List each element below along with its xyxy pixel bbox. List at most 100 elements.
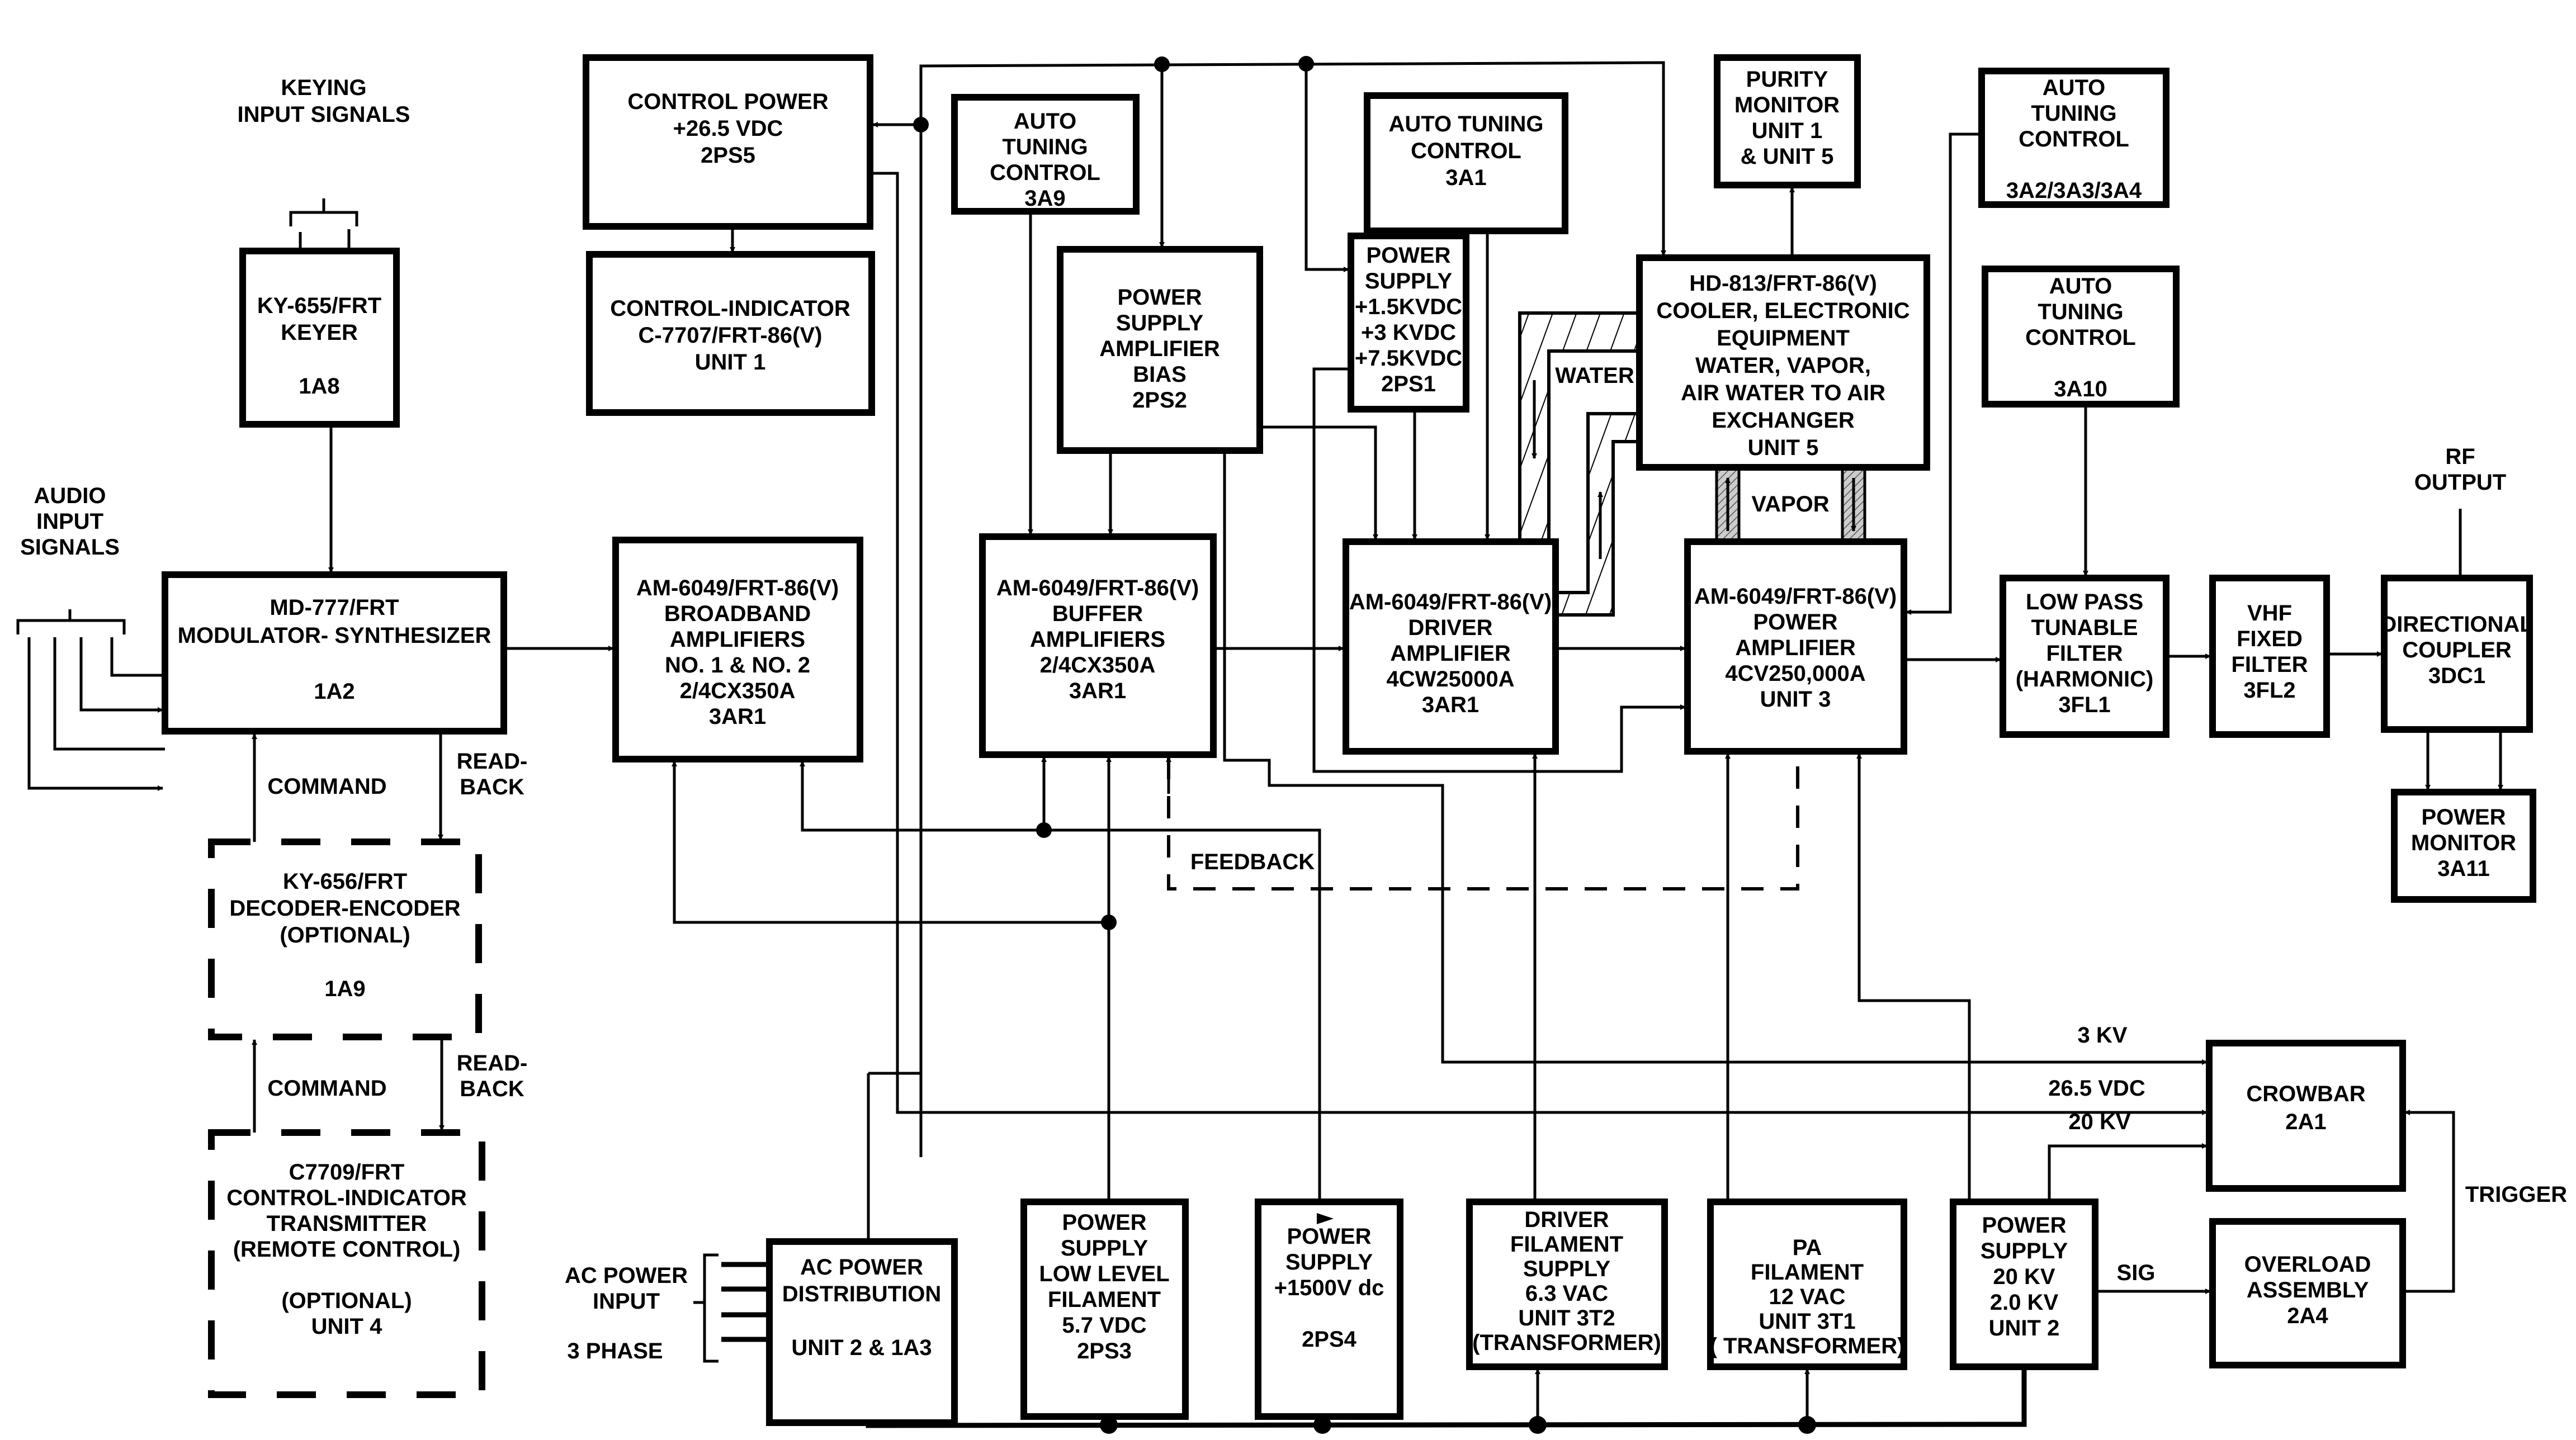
block-auto-3a9[interactable] bbox=[951, 94, 1140, 215]
audio-inputs-label-line: INPUT bbox=[36, 509, 103, 534]
auto-3a2-label-line: AUTO bbox=[2043, 75, 2106, 100]
sig-label-line: SIG bbox=[2117, 1261, 2156, 1285]
ctrl-power-26vdc bbox=[870, 172, 2208, 1115]
overload-label-line: 2A4 bbox=[2287, 1304, 2328, 1328]
block-driver-filament[interactable] bbox=[1466, 1199, 1668, 1370]
ps-2ps4-label-line: 2PS4 bbox=[1302, 1327, 1357, 1352]
block-auto-3a1[interactable] bbox=[1364, 92, 1568, 234]
trigger-line bbox=[2403, 1110, 2455, 1293]
bias-3kv bbox=[1223, 451, 2208, 1065]
power-monitor-label-line: 3A11 bbox=[2437, 856, 2489, 881]
ps-20kv-label-line: POWER bbox=[1982, 1213, 2066, 1238]
pa-filament-label-line: UNIT 3T1 bbox=[1759, 1309, 1855, 1334]
rf-output-label-line: RF bbox=[2445, 444, 2475, 469]
coupler-label-line: DIRECTIONAL bbox=[2380, 612, 2533, 637]
block-modulator[interactable] bbox=[162, 571, 507, 735]
block-driver[interactable] bbox=[1343, 538, 1559, 755]
block-broadband[interactable] bbox=[612, 537, 863, 762]
ac-dist-label-line: DISTRIBUTION bbox=[782, 1282, 941, 1306]
block-pa-filament[interactable] bbox=[1707, 1199, 1907, 1370]
cooler-label-line: COOLER, ELECTRONIC bbox=[1656, 299, 1909, 323]
ac-power-input-label-line: AC POWER bbox=[565, 1263, 688, 1288]
auto-3a1-label-line: AUTO TUNING bbox=[1388, 112, 1543, 136]
ps-20kv-label-line: 20 KV bbox=[1993, 1264, 2055, 1289]
auto-3a1-label-line: CONTROL bbox=[1411, 139, 1521, 163]
block-remote-control[interactable] bbox=[208, 1129, 485, 1398]
2ps4-indicator-icon bbox=[1317, 1213, 1334, 1224]
block-power-monitor[interactable] bbox=[2391, 789, 2536, 903]
block-pa[interactable] bbox=[1684, 538, 1907, 755]
block-ps-2ps1[interactable] bbox=[1348, 233, 1469, 413]
auto-3a2-label-line: 3A2/3A3/3A4 bbox=[2006, 178, 2142, 203]
block-lpf[interactable] bbox=[2000, 575, 2169, 738]
auto-3a2-label-line: CONTROL bbox=[2019, 127, 2129, 151]
decoder-label-line: 1A9 bbox=[324, 977, 365, 1001]
cooler-label-line: WATER, VAPOR, bbox=[1695, 353, 1871, 378]
block-purity-monitor[interactable] bbox=[1714, 54, 1861, 188]
ac-dist-label-line: UNIT 2 & 1A3 bbox=[791, 1335, 932, 1360]
overload-label-line: OVERLOAD bbox=[2244, 1252, 2371, 1277]
broadband-label-line: AM-6049/FRT-86(V) bbox=[636, 576, 839, 600]
auto-3a9-label-line: 3A9 bbox=[1024, 186, 1065, 211]
block-cooler[interactable] bbox=[1636, 254, 1930, 471]
buffer-label-line: 2/4CX350A bbox=[1040, 653, 1156, 678]
ps-2ps1-label-line: SUPPLY bbox=[1365, 269, 1453, 293]
block-keyer[interactable] bbox=[239, 248, 400, 428]
command-label-line: COMMAND bbox=[267, 774, 386, 799]
block-ps-filament-ll[interactable] bbox=[1020, 1199, 1189, 1420]
block-control-power[interactable] bbox=[583, 54, 873, 230]
block-decoder[interactable] bbox=[208, 839, 482, 1040]
block-buffer[interactable] bbox=[979, 533, 1217, 758]
command-label-line: COMMAND bbox=[267, 1076, 386, 1101]
vapor-label-line: VAPOR bbox=[1751, 492, 1829, 517]
auto-3a10-label-line: CONTROL bbox=[2025, 325, 2136, 350]
pa-label-line: 4CV250,000A bbox=[1725, 661, 1865, 686]
modulator-label-line: MODULATOR- SYNTHESIZER bbox=[178, 623, 491, 648]
ac-power-input-label-line: INPUT bbox=[593, 1289, 660, 1314]
block-coupler[interactable] bbox=[2381, 575, 2533, 733]
block-auto-3a2[interactable] bbox=[1978, 68, 2169, 208]
overload-label-line: ASSEMBLY bbox=[2247, 1278, 2369, 1302]
control-power-label-line: CONTROL POWER bbox=[627, 89, 828, 114]
junction-dot bbox=[1313, 1416, 1331, 1434]
block-ac-dist[interactable] bbox=[766, 1238, 958, 1426]
audio-inputs-label-line: SIGNALS bbox=[20, 535, 120, 560]
block-ps-2ps4[interactable] bbox=[1255, 1199, 1403, 1420]
ps-2ps4-label-line: SUPPLY bbox=[1285, 1250, 1373, 1275]
vhf-label-line: FILTER bbox=[2231, 652, 2308, 677]
block-ps-bias[interactable] bbox=[1057, 246, 1263, 454]
auto-3a10-label-line: AUTO bbox=[2049, 274, 2112, 299]
junction-dot bbox=[1798, 1416, 1816, 1434]
keying-bracket bbox=[289, 198, 358, 226]
crowbar-label-line: 2A1 bbox=[2285, 1110, 2326, 1134]
auto-3a2-label-line: TUNING bbox=[2031, 101, 2116, 126]
vhf-label-line: 3FL2 bbox=[2243, 678, 2295, 703]
auto-3a10-label-line: 3A10 bbox=[2054, 377, 2107, 401]
driver-label-line: AMPLIFIER bbox=[1390, 641, 1511, 666]
block-crowbar[interactable] bbox=[2206, 1040, 2406, 1192]
2ps3-to-broadband bbox=[672, 761, 1109, 924]
remote-label-line: TRANSMITTER bbox=[267, 1211, 427, 1236]
driver-label-line: AM-6049/FRT-86(V) bbox=[1349, 590, 1552, 614]
vhf-label-line: FIXED bbox=[2237, 627, 2303, 651]
decoder-label-line: KY-656/FRT bbox=[283, 869, 407, 894]
ps-bias-label-line: 2PS2 bbox=[1132, 388, 1187, 413]
block-ps-20kv[interactable] bbox=[1950, 1199, 2098, 1370]
block-auto-3a10[interactable] bbox=[1982, 266, 2180, 408]
driver-filament-label-line: (TRANSFORMER) bbox=[1472, 1330, 1661, 1355]
buffer-label-line: BUFFER bbox=[1052, 601, 1143, 626]
audio-line-2 bbox=[79, 637, 163, 713]
purity-label-line: PURITY bbox=[1746, 67, 1828, 92]
water-duct-inner bbox=[1554, 412, 1641, 617]
trigger-label-line: TRIGGER bbox=[2465, 1182, 2567, 1207]
ps-bias-label-line: BIAS bbox=[1133, 362, 1187, 387]
block-vhf[interactable] bbox=[2209, 575, 2330, 738]
block-control-indicator[interactable] bbox=[586, 251, 875, 416]
modulator-label-line: 1A2 bbox=[314, 679, 355, 704]
readback-label-line: READ- bbox=[457, 749, 528, 774]
cooler-label-line: UNIT 5 bbox=[1748, 435, 1819, 460]
block-overload[interactable] bbox=[2209, 1218, 2406, 1368]
three-phase-label-line: 3 PHASE bbox=[567, 1339, 663, 1363]
